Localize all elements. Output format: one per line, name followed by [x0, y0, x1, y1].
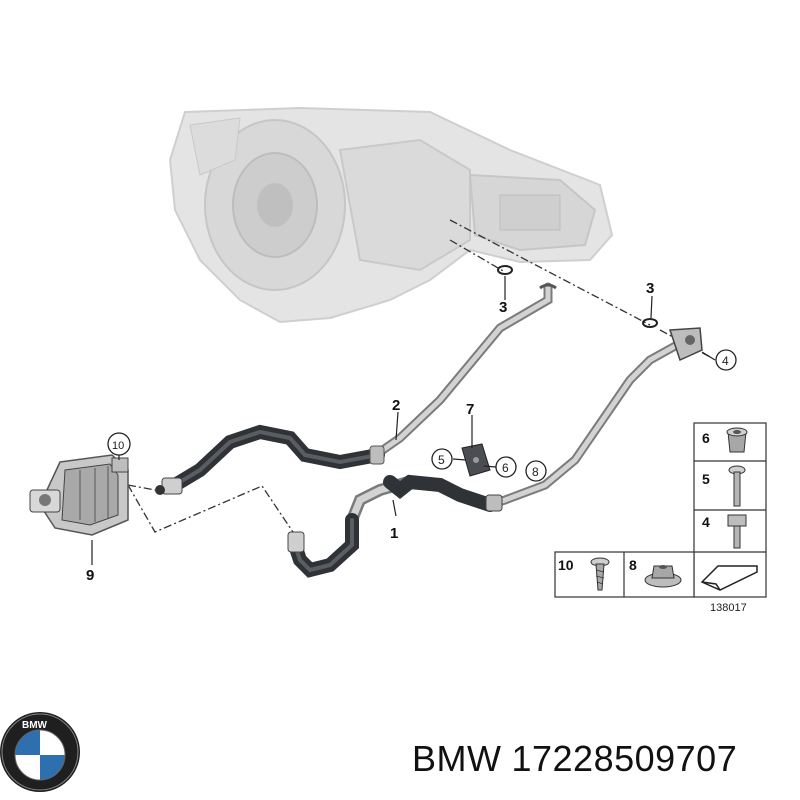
legend-label-5: 5: [702, 471, 710, 487]
svg-text:5: 5: [438, 453, 445, 467]
bmw-logo: BMW: [0, 712, 80, 792]
bolt-icon: [728, 465, 746, 507]
legend-label-6: 6: [702, 430, 710, 446]
legend-label-10: 10: [558, 557, 574, 573]
callout-10-circle: 10: [107, 432, 131, 456]
callout-5-circle: 5: [431, 448, 453, 470]
callout-3-right: 3: [646, 280, 654, 297]
callout-6-circle: 6: [495, 456, 517, 478]
svg-text:8: 8: [532, 465, 539, 479]
oil-pipe-feed: [346, 327, 703, 526]
brand-name: BMW: [412, 738, 502, 779]
callout-8-circle: 8: [525, 460, 547, 482]
hex-bolt-icon: [727, 514, 747, 549]
flange-nut-icon: [644, 565, 682, 588]
callout-leaders: [91, 276, 716, 565]
o-ring-right: [642, 318, 658, 328]
legend-label-8: 8: [629, 557, 637, 573]
callout-3-left: 3: [499, 299, 507, 316]
oil-pipe-return: [375, 282, 557, 457]
callout-9: 9: [86, 567, 94, 584]
svg-text:4: 4: [722, 354, 729, 368]
part-number: 17228509707: [511, 738, 738, 779]
svg-text:BMW: BMW: [22, 720, 48, 731]
transmission-oil-cooler: [29, 454, 129, 536]
transmission-illustration: [168, 106, 614, 324]
diagram-number: 138017: [710, 602, 747, 614]
svg-text:6: 6: [502, 461, 509, 475]
fastener-legend: 6 5 4 10 8: [554, 422, 767, 614]
legend-label-4: 4: [702, 514, 710, 530]
oil-hose-feed: [287, 474, 503, 578]
callout-7: 7: [466, 401, 474, 418]
callout-4-circle: 4: [715, 349, 737, 371]
o-ring-left: [497, 265, 513, 275]
sleeve-nut-icon: [726, 427, 748, 453]
hose-bracket: [461, 443, 491, 477]
screw-icon: [590, 557, 610, 591]
orientation-arrow-icon: [697, 556, 763, 594]
svg-text:10: 10: [112, 440, 124, 452]
oil-hose-return: [155, 424, 385, 495]
callout-2: 2: [392, 397, 400, 414]
callout-1: 1: [390, 525, 398, 542]
